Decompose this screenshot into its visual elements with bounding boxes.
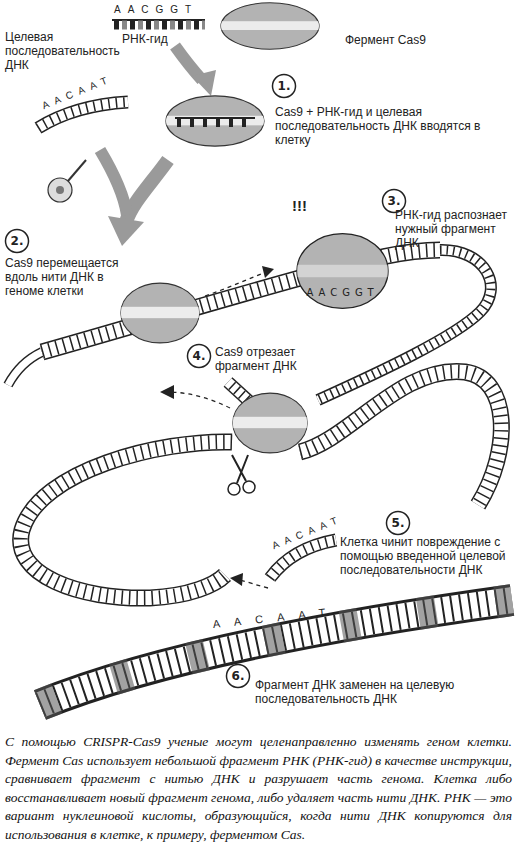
cas9-enzyme <box>120 283 200 343</box>
callout-number: 4. <box>193 349 206 363</box>
step-number-circle: 5. <box>386 511 410 535</box>
circle-outline <box>226 664 249 687</box>
step-text: Cas9 перемещается вдоль нити ДНК в геном… <box>5 256 127 298</box>
scissors <box>243 481 255 493</box>
cas9-enzyme: AACGGT <box>295 232 390 310</box>
rna-bases <box>114 21 205 30</box>
scissors <box>232 455 248 483</box>
step-text: РНК-гид распознает нужный фрагмент ДНК <box>395 208 515 250</box>
dna-gap <box>40 600 512 705</box>
scissors <box>228 483 240 495</box>
part-label: Целевая последовательность ДНК <box>5 30 117 72</box>
dna-rail <box>40 600 512 705</box>
callout-number: 3. <box>388 194 401 208</box>
step-text: Фрагмент ДНК заменен на целевую последов… <box>255 678 487 706</box>
part-label: Фермент Cas9 <box>345 33 426 47</box>
step-text: Клетка чинит повреждение с помощью введе… <box>340 535 512 577</box>
exclamation: !!! <box>292 199 307 213</box>
circle-outline <box>386 511 409 534</box>
arrow-head <box>108 216 144 246</box>
enzyme-band <box>295 265 390 277</box>
arrow-head <box>160 385 174 399</box>
arrow-head <box>192 70 216 96</box>
dna-rungs <box>300 372 501 505</box>
enzyme-outline <box>295 232 390 310</box>
syringe-needle <box>68 160 86 181</box>
rna-bases <box>177 119 255 127</box>
callout-number: 1. <box>278 79 291 93</box>
arrow-head <box>262 266 274 278</box>
motion-arrow <box>172 392 230 408</box>
cell-nucleus <box>56 186 64 194</box>
dna-rail <box>8 352 42 385</box>
dna-rungs <box>21 442 232 598</box>
dna-gap <box>21 442 232 598</box>
rna-strand <box>175 117 255 119</box>
step-number-circle: 2. <box>5 229 29 253</box>
circle-outline <box>187 344 210 367</box>
step-text: Cas9 отрезает фрагмент ДНК <box>215 345 327 373</box>
circle-outline <box>5 229 28 252</box>
circle-outline <box>272 74 295 97</box>
part-label: РНК-гид <box>122 32 168 46</box>
dna-rungs <box>40 600 512 705</box>
cas9-enzyme <box>220 3 320 49</box>
cas9-enzyme <box>165 96 265 146</box>
dna-rail <box>21 442 232 598</box>
cell-icon <box>48 178 72 202</box>
step-text: Cas9 + РНК-гид и целевая последовательно… <box>275 105 497 147</box>
caption: С помощью CRISPR-Cas9 ученые могут целен… <box>5 733 512 844</box>
base-sequence: AACGGT <box>306 287 378 298</box>
step-number-circle: 1. <box>272 74 296 98</box>
dna-rail <box>300 372 501 505</box>
dna-gap <box>300 372 501 505</box>
motion-arrow <box>240 580 268 588</box>
motion-arrow <box>205 272 266 296</box>
cas9-enzyme <box>232 393 308 453</box>
arrow-head <box>230 573 243 586</box>
rna-bases <box>122 21 205 30</box>
callout-number: 6. <box>232 669 245 683</box>
step-number-circle: 6. <box>226 664 250 688</box>
base-sequence: AACGGT <box>114 3 198 17</box>
step-number-circle: 4. <box>187 344 211 368</box>
dna-gap <box>8 352 42 385</box>
helix-shading <box>40 600 512 705</box>
callout-number: 2. <box>11 234 24 248</box>
callout-number: 5. <box>392 516 405 530</box>
flow-arrow <box>100 150 127 215</box>
